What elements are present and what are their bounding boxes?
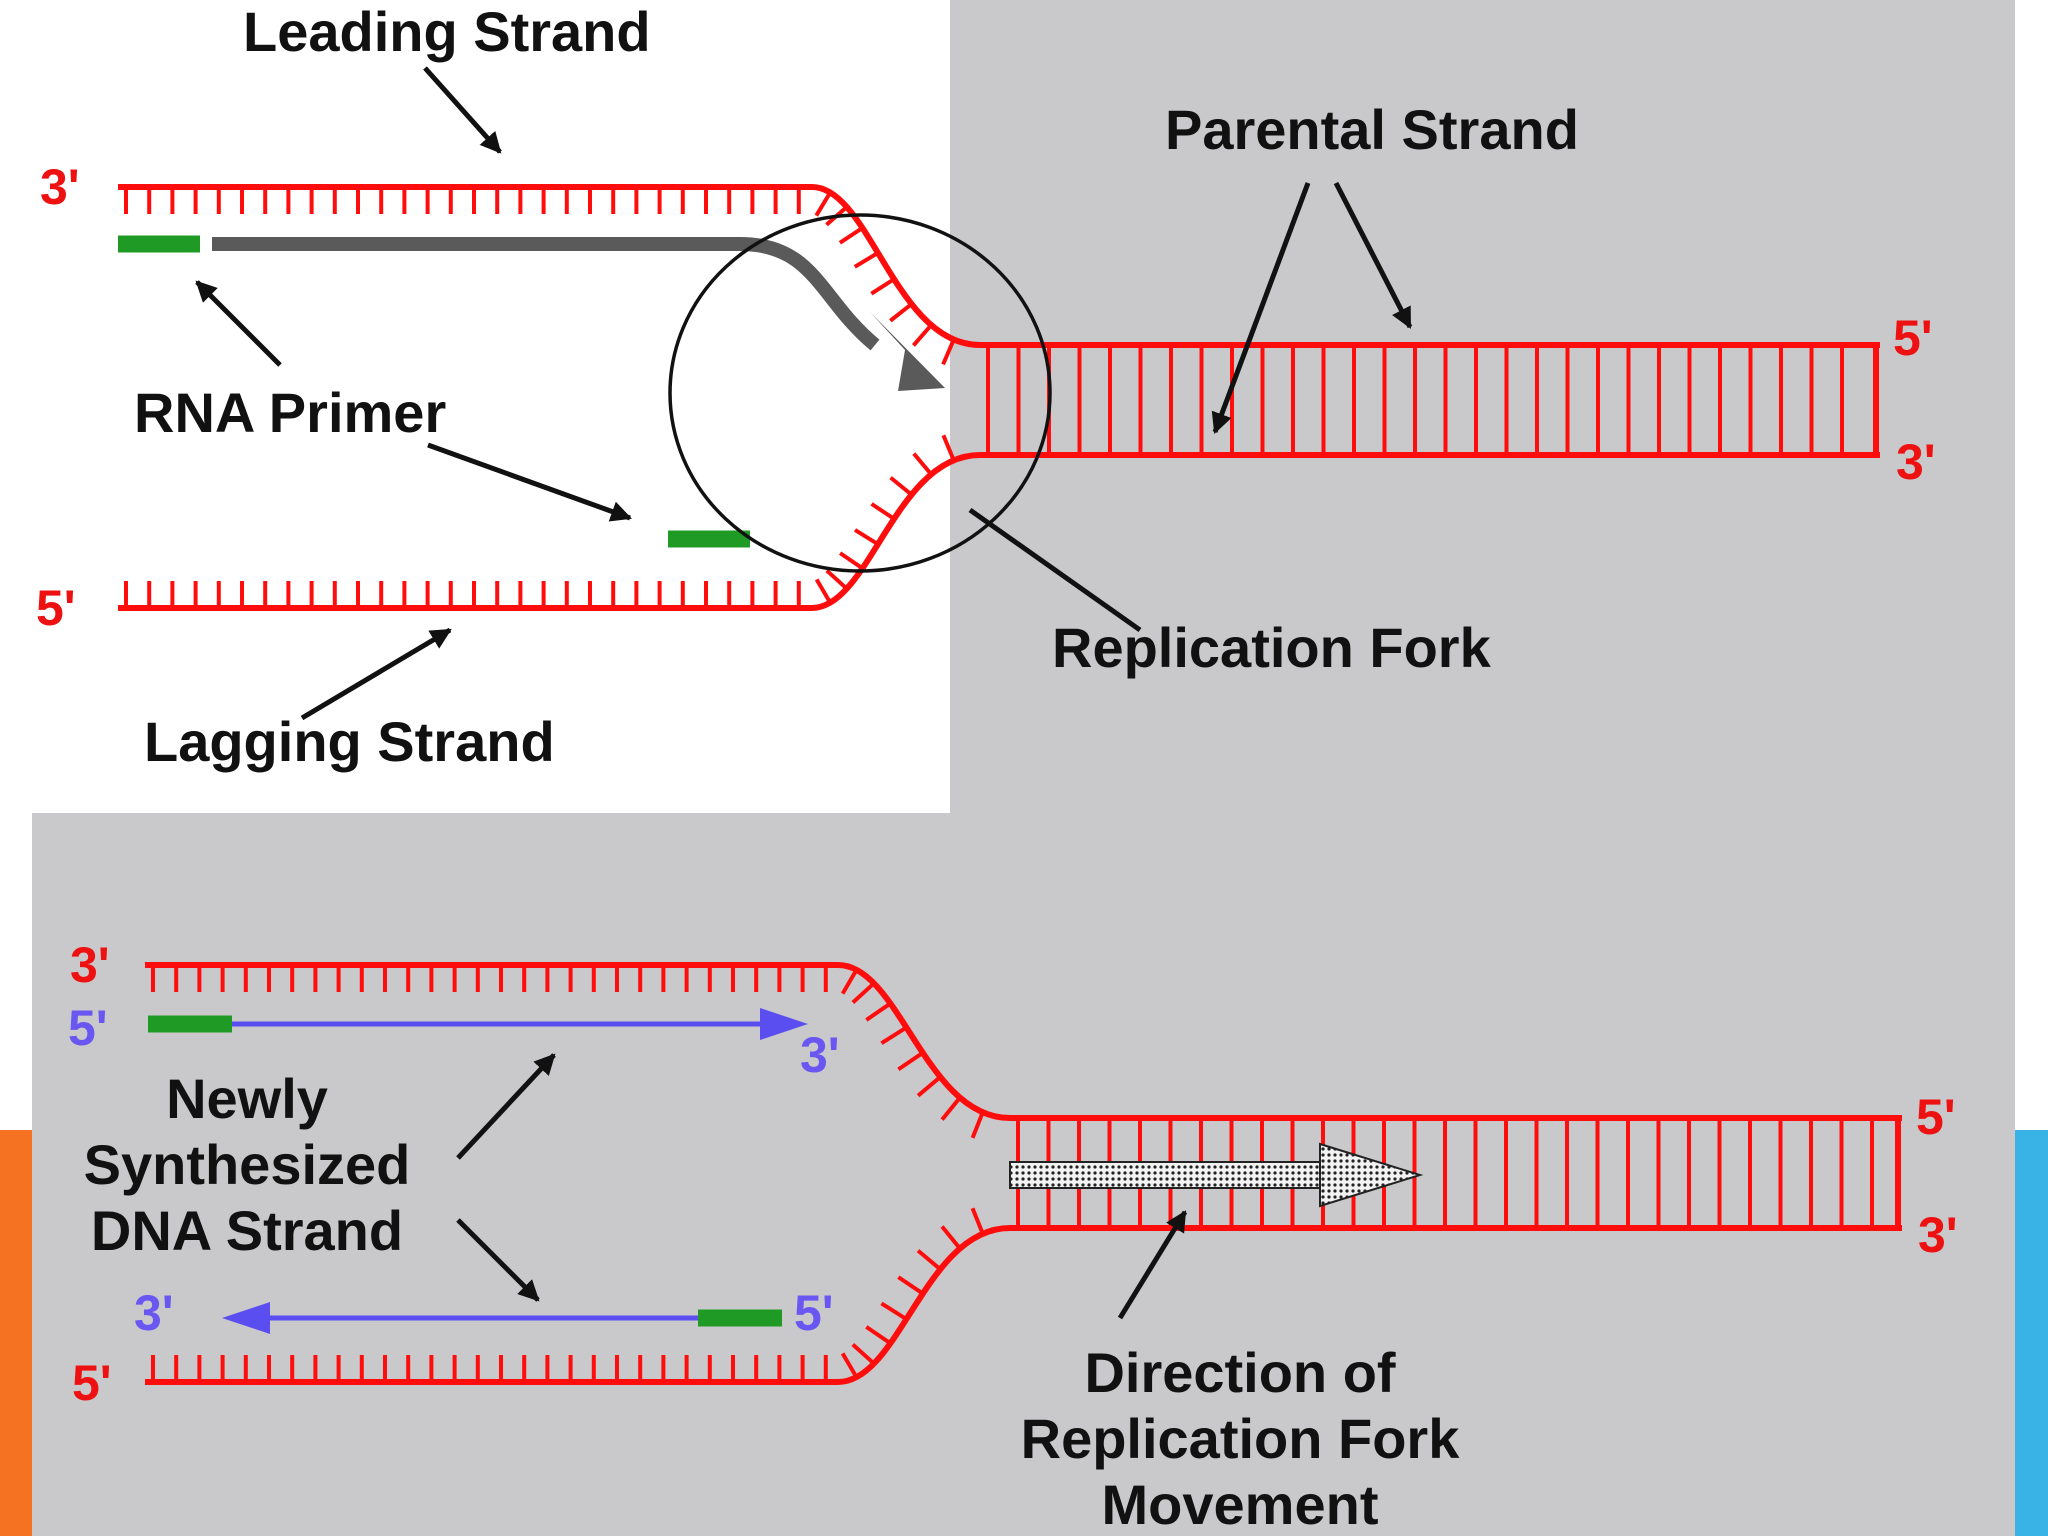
base-pair-rung: [912, 452, 933, 476]
base-pair-rung: [916, 1249, 941, 1270]
bottom-end-label-new-5prime-right: 5': [794, 1285, 834, 1341]
bottom-end-label-template-3prime: 3': [70, 937, 110, 993]
fork-direction-arrow: [1009, 1142, 1424, 1208]
replication-fork-circle: [668, 213, 1052, 573]
base-pair-rung: [814, 191, 832, 217]
bottom-end-label-3prime-right: 3': [1918, 1207, 1958, 1263]
lagging-strand-label: Lagging Strand: [144, 710, 555, 773]
bottom-end-label-new-3prime-left: 3': [134, 1285, 174, 1341]
top-end-label-5prime-left: 5': [36, 580, 76, 636]
parental-strand-arrow-1: [1211, 182, 1311, 434]
newly-synthesized-arrow-down: [456, 1218, 540, 1302]
bottom-end-label-new-5prime-left: 5': [68, 1000, 108, 1056]
base-pair-rung: [970, 1112, 985, 1139]
new-leading-strand-arrowhead: [760, 1008, 808, 1040]
new-lagging-strand-arrowhead: [222, 1302, 270, 1334]
parental-strand-arrow-2: [1333, 181, 1413, 329]
base-pair-rung: [889, 476, 913, 497]
top-molecule: [118, 184, 1880, 611]
rna-primer-label: RNA Primer: [134, 381, 447, 444]
base-pair-rung: [880, 1301, 906, 1320]
base-pair-rung: [851, 982, 875, 1004]
base-pair-rung: [853, 528, 879, 546]
base-pair-rung: [941, 434, 956, 462]
replication-fork-arrow: [968, 507, 1142, 633]
base-pair-rung: [880, 1027, 906, 1045]
newly-synthesized-arrow-up: [456, 1053, 556, 1160]
base-pair-rung: [865, 1003, 890, 1022]
base-pair-rung: [889, 302, 913, 323]
base-pair-rung: [814, 578, 832, 604]
bottom-molecule: [145, 962, 1902, 1385]
path-arrow-head: [870, 312, 945, 391]
top-left-panel-background: [0, 0, 950, 813]
base-pair-rung: [870, 502, 896, 521]
parental-strand-label: Parental Strand: [1165, 98, 1579, 161]
base-pair-rung: [840, 1352, 858, 1378]
fork-direction-label: Direction of Replication Fork Movement: [1020, 1341, 1460, 1536]
bottom-bottom-template-strand: [145, 1225, 1902, 1385]
base-pair-rung: [940, 1225, 961, 1249]
rna-primer-arrow-2: [427, 442, 632, 522]
base-pair-rung: [897, 1052, 922, 1072]
base-pair-rung: [865, 1325, 890, 1344]
bottom-top-template-strand: [145, 962, 1902, 1121]
base-pair-rung: [940, 1097, 961, 1121]
base-pair-rung: [897, 1275, 922, 1294]
fork-direction-label-arrow: [1117, 1210, 1188, 1320]
base-pair-rung: [851, 1342, 875, 1365]
base-pair-rung: [870, 277, 896, 296]
top-leading-template-strand: [118, 184, 1880, 348]
base-pair-rung: [911, 323, 933, 347]
top-end-label-3prime-right: 3': [1896, 434, 1936, 490]
lagging-strand-arrow: [300, 627, 452, 721]
replication-fork-label: Replication Fork: [1052, 616, 1491, 679]
base-pair-rung: [825, 569, 849, 591]
base-pair-rung: [840, 969, 858, 995]
bottom-end-label-5prime-right: 5': [1916, 1089, 1956, 1145]
rna-primer-arrow-1: [195, 280, 282, 367]
base-pair-rung: [838, 226, 864, 245]
top-label-arrows: [195, 66, 1413, 721]
leading-strand-arrow: [423, 66, 502, 154]
top-end-label-5prime-right: 5': [1893, 310, 1933, 366]
bottom-end-label-template-5prime: 5': [72, 1355, 112, 1411]
base-pair-rung: [839, 551, 864, 570]
base-pair-rung: [853, 251, 879, 269]
top-end-label-3prime-left: 3': [40, 159, 80, 215]
base-pair-rung: [970, 1207, 985, 1235]
leading-synthesis-path-arrow: [212, 237, 880, 351]
top-strand-rungs: [124, 187, 1844, 608]
bottom-end-label-new-3prime-right: 3': [800, 1027, 840, 1083]
top-lagging-template-strand: [118, 452, 1880, 611]
base-pair-rung: [916, 1076, 941, 1098]
leading-strand-label: Leading Strand: [243, 0, 651, 63]
newly-synthesized-label: Newly Synthesized DNA Strand: [83, 1067, 411, 1262]
base-pair-rung: [941, 338, 956, 366]
top-right-panel-background: [950, 0, 2015, 813]
bottom-label-arrows: [456, 1053, 1188, 1320]
